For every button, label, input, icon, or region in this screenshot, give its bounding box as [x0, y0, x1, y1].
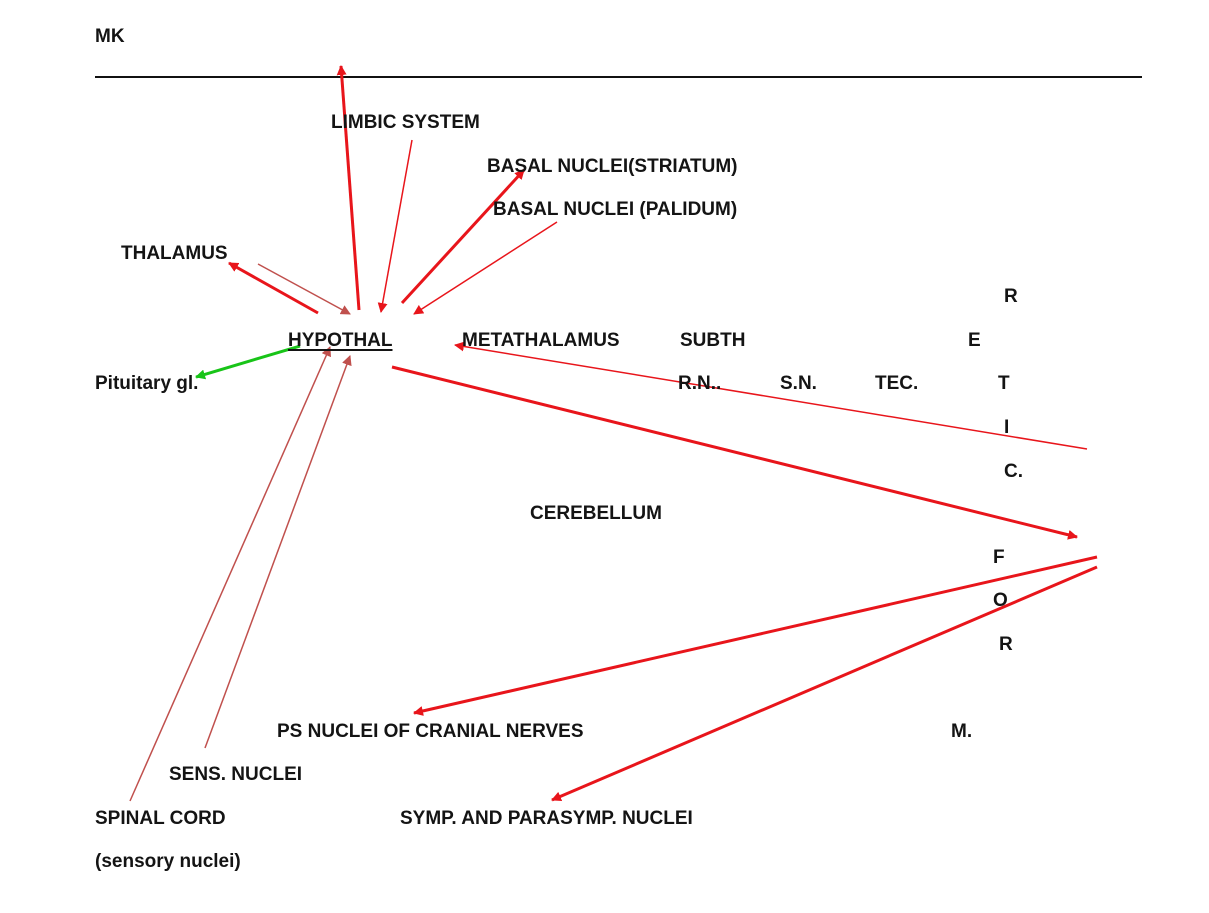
arrow-hypothal-to-reticular — [391, 365, 1078, 540]
arrow-palidum-to-hypothal — [413, 221, 558, 315]
arrow-hypothal-to-top — [336, 65, 361, 311]
label-rn: R.N.. — [678, 373, 722, 394]
vertical-letter: C. — [1004, 461, 1023, 482]
label-subth: SUBTH — [680, 330, 746, 351]
label-limbic-system: LIMBIC SYSTEM — [331, 112, 480, 133]
label-symp-nuclei: SYMP. AND PARASYMP. NUCLEI — [400, 808, 693, 829]
arrow-sens-to-hypothal — [204, 355, 352, 749]
arrow-spinal-to-hypothal — [129, 346, 331, 802]
arrow-reticular-to-ps-nuclei — [413, 555, 1098, 716]
header-initials: MK — [95, 26, 125, 47]
arrow-hypothal-to-striatum — [400, 168, 526, 305]
label-cerebellum: CEREBELLUM — [530, 503, 662, 524]
label-sensory-nuclei: (sensory nuclei) — [95, 851, 241, 872]
vertical-letter: O — [993, 590, 1008, 611]
label-tec: TEC. — [875, 373, 919, 394]
vertical-letter: T — [998, 373, 1010, 394]
header-rule — [95, 76, 1142, 78]
label-sens-nuclei: SENS. NUCLEI — [169, 764, 303, 785]
vertical-letter: E — [968, 330, 981, 351]
label-metathalamus: METATHALAMUS — [462, 330, 620, 351]
label-basal-striatum: BASAL NUCLEI(STRIATUM) — [487, 156, 738, 177]
label-m: M. — [951, 721, 973, 742]
arrow-hypothal-to-pituitary — [195, 344, 301, 380]
label-thalamus: THALAMUS — [121, 243, 228, 264]
vertical-letter: R — [999, 634, 1013, 655]
arrow-reticular-to-symp-nuclei — [551, 565, 1098, 802]
label-basal-palidum: BASAL NUCLEI (PALIDUM) — [493, 199, 738, 220]
vertical-letter: I — [1004, 417, 1010, 438]
arrow-limbic-to-hypothal — [377, 139, 413, 313]
arrow-reticular-to-hypothal — [454, 341, 1088, 450]
vertical-letter: F — [993, 547, 1005, 568]
arrow-thalamus-to-hypothal — [257, 263, 351, 315]
label-hypothal: HYPOTHAL — [288, 330, 393, 351]
vertical-letter: R — [1004, 286, 1018, 307]
label-spinal-cord: SPINAL CORD — [95, 808, 226, 829]
label-pituitary: Pituitary gl. — [95, 373, 199, 394]
label-sn: S.N. — [780, 373, 817, 394]
label-ps-nuclei: PS NUCLEI OF CRANIAL NERVES — [277, 721, 584, 742]
arrow-hypothal-to-thalamus — [228, 261, 319, 315]
